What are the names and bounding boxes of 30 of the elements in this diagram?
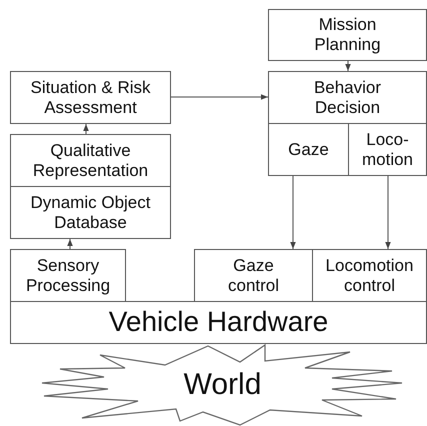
box-label: Locomotion control bbox=[324, 256, 414, 296]
arrow bbox=[345, 60, 351, 72]
process-box bbox=[10, 186, 171, 239]
box-label: Qualitative Representation bbox=[32, 140, 150, 180]
box-label: Gaze bbox=[288, 140, 329, 160]
arrow bbox=[170, 94, 268, 100]
process-box bbox=[268, 71, 427, 124]
arrow bbox=[83, 124, 89, 134]
box-label: Mission Planning bbox=[313, 15, 382, 55]
box-label: Sensory Processing bbox=[24, 256, 112, 296]
process-box bbox=[10, 249, 126, 302]
arrow bbox=[67, 238, 73, 250]
process-box bbox=[10, 134, 171, 187]
arrow bbox=[385, 176, 391, 250]
process-box bbox=[10, 301, 427, 344]
starburst-shape bbox=[40, 344, 405, 426]
box-label: Loco-motion bbox=[360, 130, 414, 170]
process-box bbox=[194, 249, 313, 302]
arrow bbox=[290, 176, 296, 250]
process-box bbox=[348, 123, 427, 176]
box-label: World bbox=[184, 368, 262, 402]
process-box bbox=[312, 249, 427, 302]
process-box bbox=[268, 123, 349, 176]
process-box bbox=[268, 9, 427, 61]
process-box bbox=[10, 71, 171, 124]
box-label: Dynamic Object Database bbox=[30, 192, 152, 232]
box-label: Situation & Risk Assessment bbox=[30, 78, 152, 118]
box-label: Behavior Decision bbox=[312, 78, 382, 118]
box-label: Gaze control bbox=[226, 256, 280, 296]
box-label: Vehicle Hardware bbox=[108, 306, 328, 339]
